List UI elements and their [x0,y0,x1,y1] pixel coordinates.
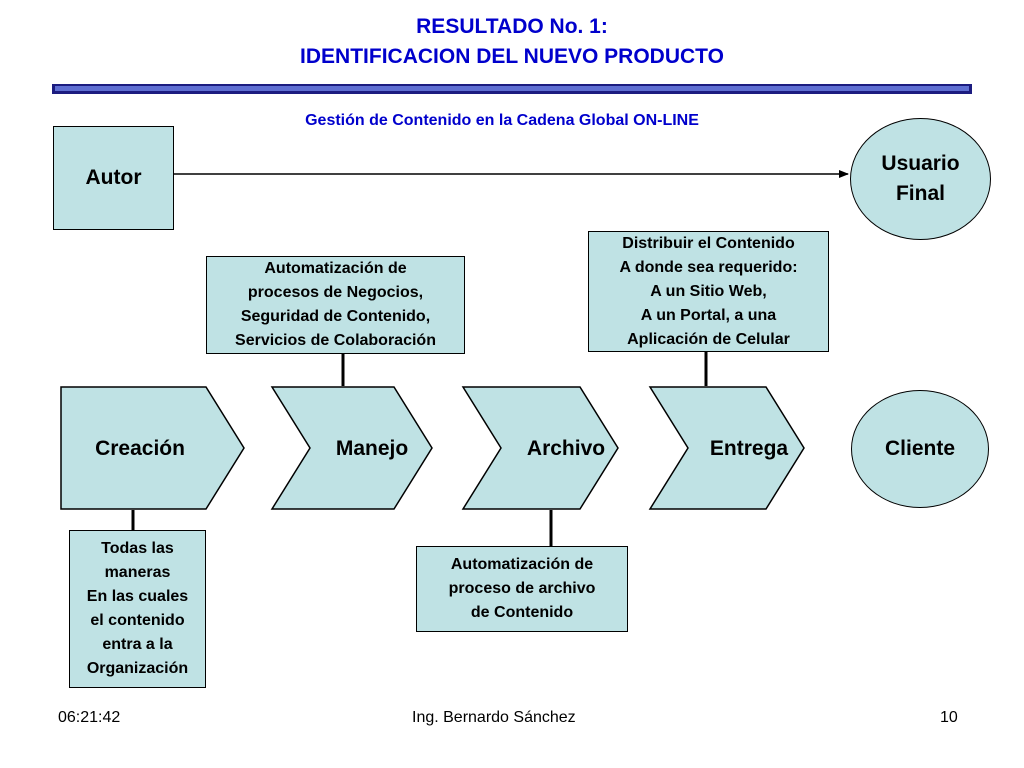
step-label-archivo: Archivo [526,437,606,460]
slide-title-line2: IDENTIFICACION DEL NUEVO PRODUCTO [300,45,724,68]
footer-author: Ing. Bernardo Sánchez [412,709,576,726]
archivo-note-box: Automatización de proceso de archivo de … [416,546,628,632]
diagram-subtitle: Gestión de Contenido en la Cadena Global… [305,112,699,129]
autor-box: Autor [53,126,174,230]
footer-time: 06:21:42 [58,709,121,726]
archivo-note-text: Automatización de proceso de archivo de … [448,556,596,621]
chevron-manejo [270,386,433,510]
entrega-note-box: Distribuir el Contenido A donde sea requ… [588,231,829,352]
usuario-final-circle: Usuario Final [850,118,991,240]
creacion-note-box: Todas las maneras En las cuales el conte… [69,530,206,688]
cliente-label: Cliente [884,437,955,460]
autor-label: Autor [85,166,142,189]
entrega-note-text: Distribuir el Contenido A donde sea requ… [619,234,798,348]
step-label-manejo: Manejo [335,437,409,460]
manejo-note-text: Automatización de procesos de Negocios, … [235,260,436,349]
step-label-entrega: Entrega [709,437,789,460]
usuario-final-label: Usuario Final [881,152,960,205]
slide-title-line1: RESULTADO No. 1: [416,15,608,38]
chevron-creacion [60,386,245,510]
chevron-archivo [461,386,619,510]
manejo-note-box: Automatización de procesos de Negocios, … [206,256,465,354]
creacion-note-text: Todas las maneras En las cuales el conte… [86,540,189,677]
title-divider-highlight [55,86,969,91]
footer-page-number: 10 [940,709,958,726]
chevron-entrega [648,386,805,510]
cliente-circle: Cliente [851,390,989,508]
step-label-creacion: Creación [95,437,185,460]
